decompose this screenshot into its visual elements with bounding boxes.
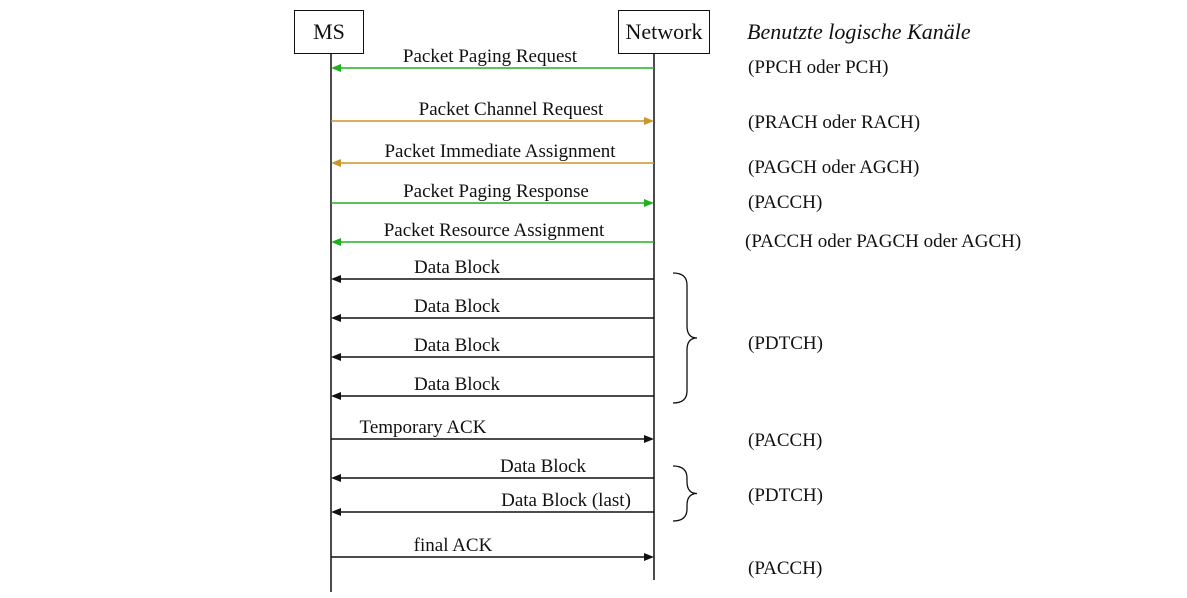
message-arrowhead	[331, 238, 341, 246]
message-label: Data Block	[499, 456, 587, 477]
ms-entity-box: MS	[294, 10, 364, 54]
message-label: Data Block	[413, 296, 501, 317]
message-label: Packet Channel Request	[418, 99, 604, 120]
message-label: Data Block (last)	[501, 490, 631, 511]
channel-label: (PDTCH)	[748, 485, 823, 506]
message-label: Temporary ACK	[359, 417, 487, 438]
message-arrowhead	[331, 508, 341, 516]
message-label: Packet Paging Response	[403, 181, 589, 202]
brace-data-blocks	[672, 272, 698, 404]
message-arrowhead	[331, 314, 341, 322]
message-arrowhead	[644, 117, 654, 125]
message-arrowhead	[331, 275, 341, 283]
channel-label: (PAGCH oder AGCH)	[748, 157, 920, 178]
message-arrowhead	[331, 64, 341, 72]
channel-header: Benutzte logische Kanäle	[747, 19, 971, 44]
network-entity-label: Network	[625, 19, 703, 44]
message-arrowhead	[331, 159, 341, 167]
message-arrowhead	[644, 199, 654, 207]
brace-final-blocks	[672, 465, 698, 522]
message-arrowhead	[644, 435, 654, 443]
message-arrowhead	[331, 353, 341, 361]
channel-label: (PACCH)	[748, 430, 823, 451]
message-label: Packet Immediate Assignment	[384, 141, 616, 162]
network-entity-box: Network	[618, 10, 710, 54]
ms-entity-label: MS	[313, 19, 345, 44]
channel-label: (PACCH)	[748, 558, 823, 579]
message-arrowhead	[331, 474, 341, 482]
message-label: final ACK	[413, 535, 493, 556]
channel-label: (PACCH oder PAGCH oder AGCH)	[745, 231, 1022, 252]
message-label: Data Block	[413, 257, 501, 278]
channel-label: (PDTCH)	[748, 333, 823, 354]
channel-label: (PACCH)	[748, 192, 823, 213]
message-label: Data Block	[413, 374, 501, 395]
message-label: Packet Resource Assignment	[383, 220, 605, 241]
channel-label: (PPCH oder PCH)	[748, 57, 889, 78]
message-label: Packet Paging Request	[402, 46, 578, 67]
message-arrowhead	[644, 553, 654, 561]
channel-label: (PRACH oder RACH)	[748, 112, 921, 133]
message-arrowhead	[331, 392, 341, 400]
message-label: Data Block	[413, 335, 501, 356]
